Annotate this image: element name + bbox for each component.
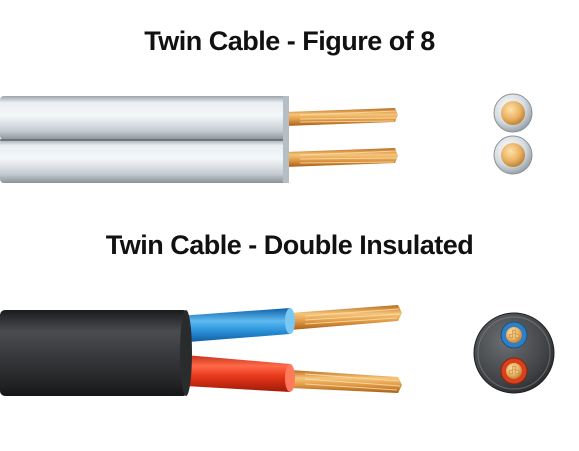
copper-strands-top: [285, 108, 398, 126]
grey-sheath-bottom: [0, 139, 288, 183]
copper-strands-bottom: [285, 148, 398, 167]
copper-strands-red-core: [290, 370, 402, 393]
double-insulated-cross-section-icon: [473, 312, 555, 394]
figure-of-8-title: Twin Cable - Figure of 8: [144, 26, 435, 56]
copper-strands-blue-core: [290, 305, 402, 330]
grey-sheath-top: [0, 96, 288, 140]
black-outer-sheath: [0, 310, 188, 396]
double-insulated-title: Twin Cable - Double Insulated: [105, 230, 474, 260]
double-insulated-side-view-icon: [0, 305, 402, 396]
figure-of-8-side-view-icon: [0, 96, 398, 183]
figure-of-8-cross-section-icon: [493, 93, 533, 175]
